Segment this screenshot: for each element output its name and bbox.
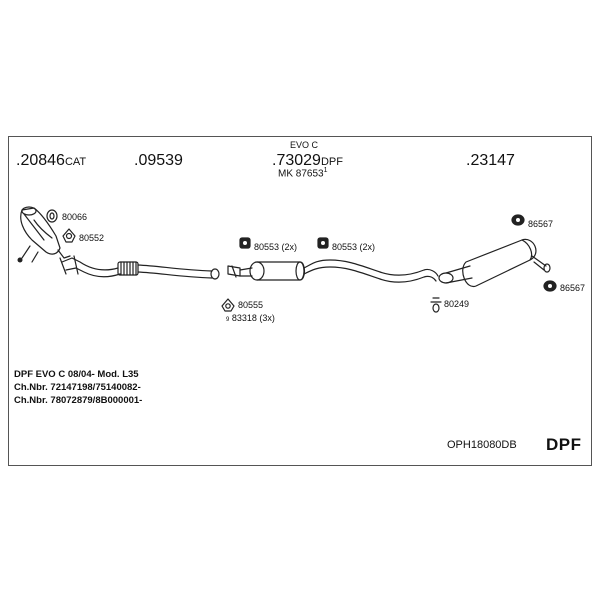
fitting-label-83318: 9 83318 (3x)	[226, 313, 275, 324]
part-variant-label: EVO C	[290, 140, 319, 150]
diagram-frame	[8, 136, 592, 466]
pipe-clamp-icon[interactable]	[430, 297, 442, 313]
dpf-middle-section[interactable]	[227, 261, 306, 281]
fitting-label-80249: 80249	[444, 299, 470, 309]
note-line-2: Ch.Nbr. 72147198/75140082-	[14, 382, 141, 393]
part-number-front-pipe[interactable]: .09539	[134, 152, 183, 169]
rubber-hanger-icon[interactable]	[511, 214, 525, 226]
front-pipe[interactable]	[59, 255, 220, 280]
fitting-label-86567-a: 86567	[528, 219, 554, 229]
triangle-gasket-icon[interactable]	[221, 298, 235, 312]
rubber-hanger-icon[interactable]	[239, 237, 251, 249]
part-number-dpf[interactable]: .73029DPF	[272, 152, 343, 169]
fitting-label-80553-b: 80553 (2x)	[332, 242, 376, 252]
catalytic-converter[interactable]	[17, 206, 71, 263]
fitting-label-80552: 80552	[79, 233, 105, 243]
dpf-badge: DPF	[546, 435, 582, 454]
mounting-kit-label: MK 876531	[278, 167, 328, 180]
note-line-3: Ch.Nbr. 78072879/8B000001-	[14, 395, 143, 406]
intermediate-pipe[interactable]	[303, 259, 439, 283]
part-number-catalyst[interactable]: .20846CAT	[16, 152, 87, 169]
rubber-hanger-icon[interactable]	[543, 280, 557, 292]
fitting-label-80066: 80066	[62, 212, 88, 222]
triangle-gasket-icon[interactable]	[62, 228, 76, 243]
fitting-label-80553-a: 80553 (2x)	[254, 242, 298, 252]
fitting-label-80555: 80555	[238, 300, 264, 310]
kit-code: OPH18080DB	[447, 439, 517, 451]
rear-silencer[interactable]	[438, 238, 551, 288]
rubber-hanger-icon[interactable]	[317, 237, 329, 249]
part-number-rear-silencer[interactable]: .23147	[466, 152, 515, 169]
ring-gasket-icon[interactable]	[46, 209, 58, 223]
note-line-1: DPF EVO C 08/04- Mod. L35	[14, 369, 139, 380]
fitting-label-86567-b: 86567	[560, 283, 586, 293]
